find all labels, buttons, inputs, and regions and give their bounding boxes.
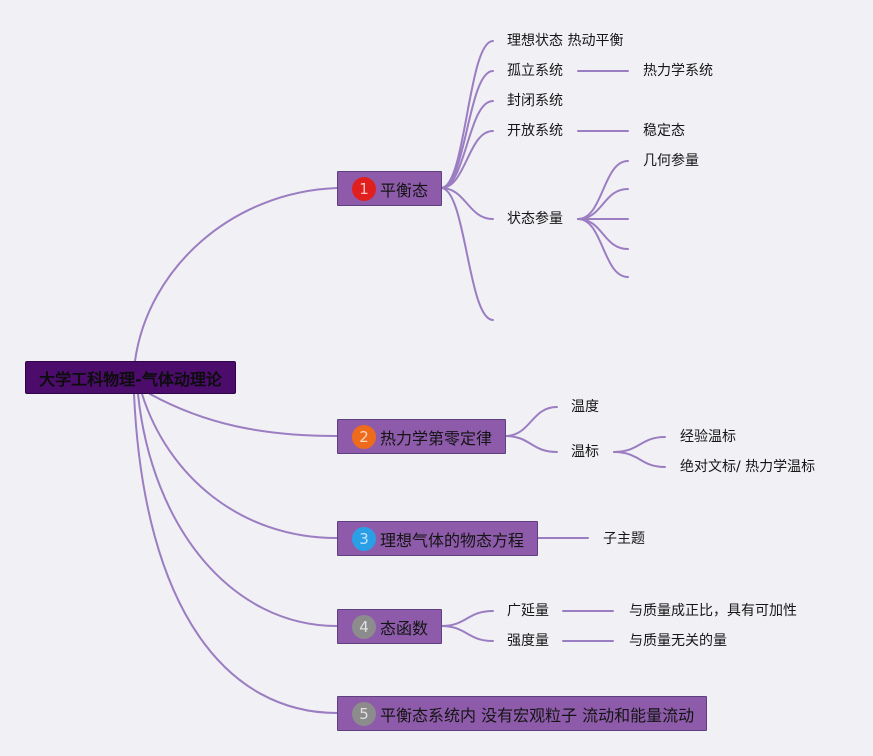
subtopic-steady-state[interactable]: 稳定态 [643,123,685,139]
subtopic-thermodynamic-system[interactable]: 热力学系统 [643,63,713,79]
connector-b1-empty [440,187,494,321]
connector-scale-to-empirical [613,436,666,453]
subtopic-isolated-system[interactable]: 孤立系统 [507,63,563,79]
connector-params-empty-3 [577,218,629,250]
main-topic-equilibrium-state[interactable]: 1 平衡态 [337,171,442,206]
priority-3-icon[interactable]: 3 [352,526,376,551]
connector-b1-c5 [440,187,494,220]
connector-root-to-branch-5 [133,393,338,714]
connector-root-to-branch-3 [141,393,338,539]
connector-params-empty-1 [577,188,629,220]
connector-b1-c2 [440,70,494,189]
main-topic-zeroth-law[interactable]: 2 热力学第零定律 [337,419,506,454]
connector-b2-c1 [504,406,558,437]
main-topic-label: 平衡态 [380,180,429,200]
connector-b4-c2 [440,625,494,642]
priority-4-icon[interactable]: 4 [352,614,376,639]
subtopic-independent-of-mass[interactable]: 与质量无关的量 [629,633,727,649]
connector-b1-c3 [440,100,494,189]
connector-b1-c4 [440,130,494,189]
subtopic-open-system[interactable]: 开放系统 [507,123,563,139]
priority-5-icon[interactable]: 5 [352,701,376,726]
subtopic-ideal-state[interactable]: 理想状态 热动平衡 [507,33,624,49]
connector-b1-c1 [440,40,494,189]
subtopic-closed-system[interactable]: 封闭系统 [507,93,563,109]
main-topic-ideal-gas-equation[interactable]: 3 理想气体的物态方程 [337,521,538,556]
main-topic-label: 平衡态系统内 没有宏观粒子 流动和能量流动 [380,705,695,725]
subtopic-temperature-scale[interactable]: 温标 [571,444,599,460]
central-topic-label: 大学工科物理-气体动理论 [39,369,222,389]
subtopic-temperature[interactable]: 温度 [571,399,599,415]
connector-b2-c2 [504,435,558,453]
main-topic-label: 态函数 [380,618,429,638]
subtopic-empirical-scale[interactable]: 经验温标 [680,429,736,445]
connector-root-to-branch-1 [134,187,338,362]
subtopic-intensive-quantity[interactable]: 强度量 [507,633,549,649]
subtopic-state-parameters[interactable]: 状态参量 [507,211,563,227]
central-topic[interactable]: 大学工科物理-气体动理论 [25,361,236,394]
connector-b4-c1 [440,610,494,627]
priority-2-icon[interactable]: 2 [352,424,376,449]
subtopic-absolute-scale[interactable]: 绝对文标/ 热力学温标 [680,459,816,475]
connector-params-empty-4 [577,218,629,278]
subtopic-extensive-quantity[interactable]: 广延量 [507,603,549,619]
main-topic-label: 理想气体的物态方程 [380,530,525,550]
subtopic-geometric-parameters[interactable]: 几何参量 [643,153,699,169]
connector-scale-to-absolute [613,451,666,468]
subtopic-placeholder[interactable]: 子主题 [603,531,645,547]
connector-lines [133,40,666,714]
priority-1-icon[interactable]: 1 [352,176,376,201]
connector-root-to-branch-2 [149,393,338,437]
main-topic-state-function[interactable]: 4 态函数 [337,609,442,644]
main-topic-label: 热力学第零定律 [380,428,493,448]
subtopic-proportional-to-mass[interactable]: 与质量成正比，具有可加性 [629,603,797,619]
connector-root-to-branch-4 [137,393,338,627]
main-topic-no-macroscopic-flow[interactable]: 5 平衡态系统内 没有宏观粒子 流动和能量流动 [337,696,707,731]
